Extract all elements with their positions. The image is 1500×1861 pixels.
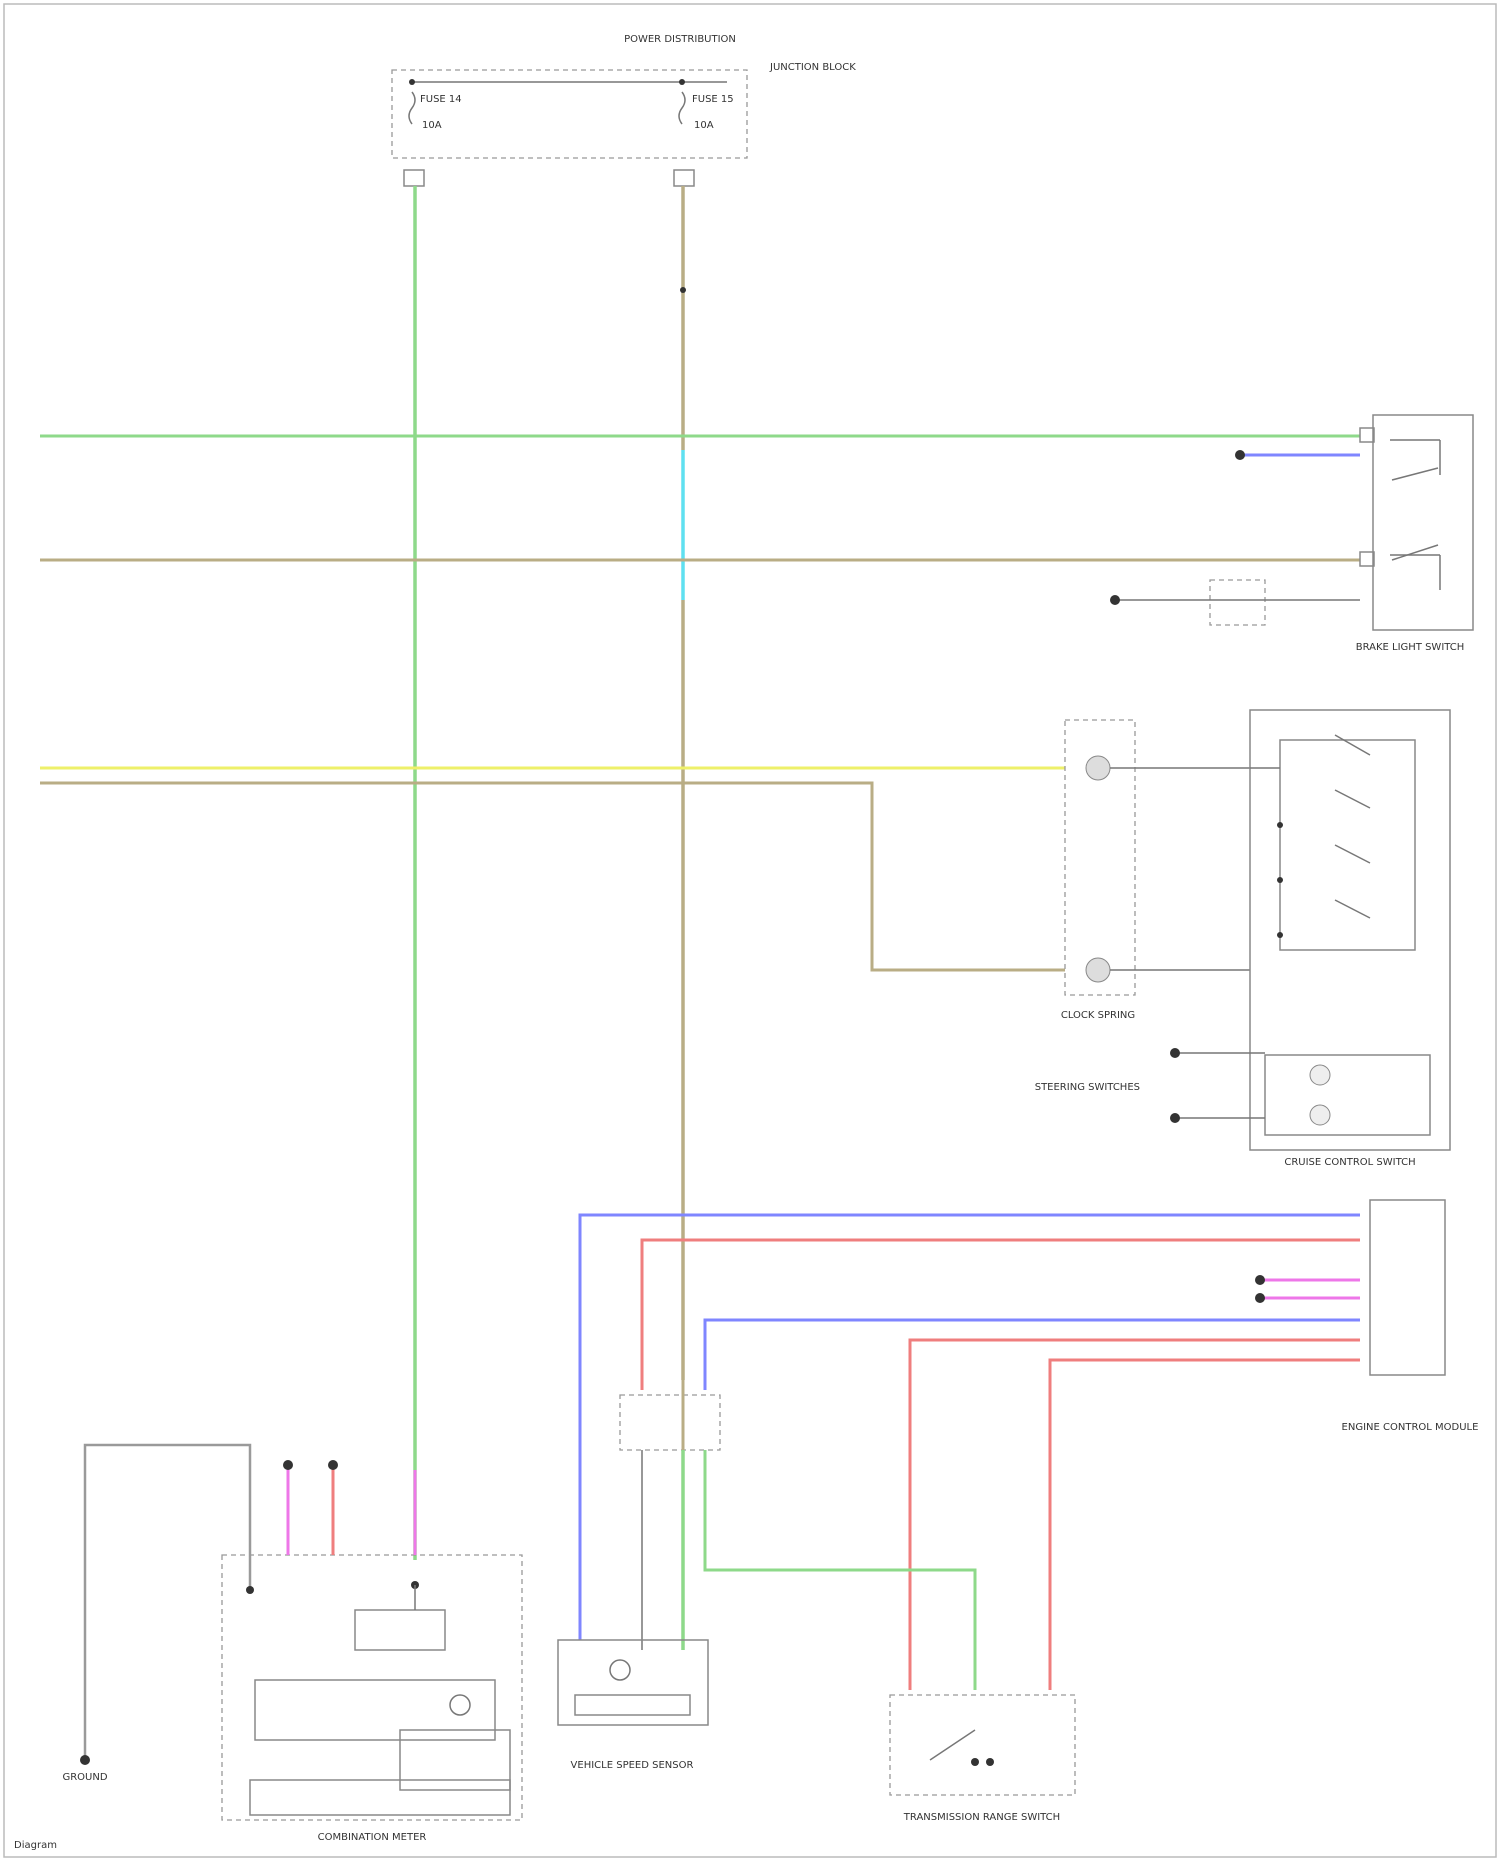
fuse-left-symbol (409, 92, 415, 124)
fuse-right-symbol (679, 92, 685, 124)
lower-connector (620, 1380, 975, 1690)
combination-meter: COMBINATION METER GROUND (62, 1445, 522, 1843)
fuse-block-title: POWER DISTRIBUTION (624, 34, 736, 45)
combination-meter-label: COMBINATION METER (318, 1832, 427, 1843)
fuse-right-label: FUSE 15 (692, 94, 734, 105)
fuse-right-amp: 10A (694, 120, 714, 131)
wire-green-transmission (705, 1450, 975, 1690)
brake-light-switch: BRAKE LIGHT SWITCH (1356, 415, 1473, 653)
ground-label: GROUND (62, 1772, 107, 1783)
transmission-range-label: TRANSMISSION RANGE SWITCH (903, 1812, 1060, 1823)
wire-red-ecm-1 (642, 1240, 1360, 1390)
transmission-range-switch: TRANSMISSION RANGE SWITCH (890, 1695, 1075, 1823)
ecm-label: ENGINE CONTROL MODULE (1342, 1422, 1479, 1433)
wire-tan-horizontal-2 (40, 783, 1065, 970)
wire-red-ecm-3 (1050, 1360, 1360, 1690)
vss-label: VEHICLE SPEED SENSOR (571, 1760, 694, 1771)
fuse-block-subtitle: JUNCTION BLOCK (769, 62, 856, 73)
wire-blue-ecm-2 (705, 1320, 1360, 1390)
wire-group-horizontal (40, 436, 1360, 970)
wire-group-main (415, 186, 686, 1560)
cruise-switch-label: CRUISE CONTROL SWITCH (1284, 1157, 1415, 1168)
engine-control-module: ENGINE CONTROL MODULE (1342, 1200, 1479, 1433)
fuse-block: POWER DISTRIBUTION JUNCTION BLOCK FUSE 1… (392, 34, 856, 186)
wire-red-ecm-2 (910, 1340, 1360, 1690)
clock-spring: CLOCK SPRING (1061, 720, 1250, 1021)
page-frame (4, 4, 1496, 1857)
steering-switches-label: STEERING SWITCHES (1035, 1082, 1140, 1093)
vehicle-speed-sensor: VEHICLE SPEED SENSOR (558, 1640, 708, 1771)
wire-group-ecm (580, 1215, 1360, 1690)
wire-blue-ecm-1 (580, 1215, 1360, 1640)
brake-ground-connector (1110, 580, 1360, 625)
footer-caption: Diagram (14, 1840, 57, 1851)
fuse-left-amp: 10A (422, 120, 442, 131)
wire-gray-ground (85, 1445, 250, 1760)
fuse-left-label: FUSE 14 (420, 94, 462, 105)
clock-spring-label: CLOCK SPRING (1061, 1010, 1135, 1021)
brake-switch-label: BRAKE LIGHT SWITCH (1356, 642, 1465, 653)
